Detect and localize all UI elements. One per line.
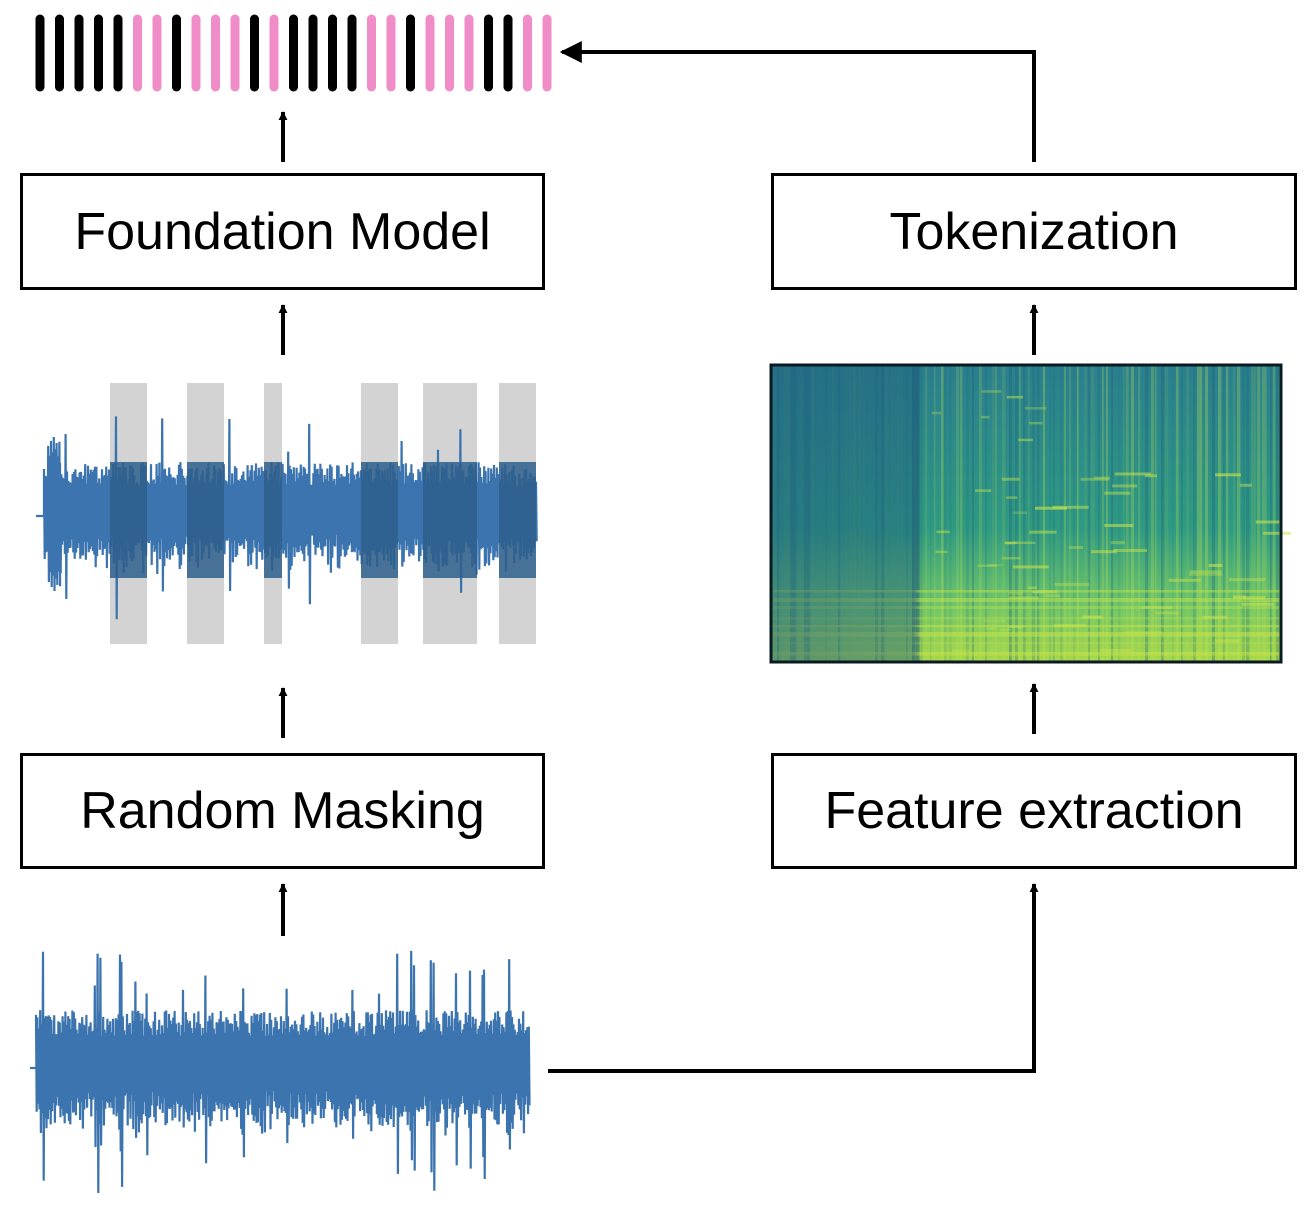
masked-segment [499,462,536,578]
token-sequence [35,14,552,92]
tokenization-box: Tokenization [771,173,1297,290]
masked-segment [187,462,224,578]
tokenization-label: Tokenization [889,202,1179,261]
random-masking-label: Random Masking [80,782,485,840]
foundation-model-label: Foundation Model [74,202,491,261]
raw-waveform [30,950,531,1194]
feature-extraction-box: Feature extraction [771,753,1297,869]
masked-segment [361,462,398,578]
arrow-wave-to-feature [548,883,1039,1073]
masked-segments [110,462,536,578]
random-masking-box: Random Masking [20,753,545,869]
masked-waveform [36,383,538,644]
masked-segment [264,462,282,578]
arrow-tokenization-to-tokens [559,41,1036,162]
masked-segment [110,462,147,578]
spectrogram [769,363,1292,664]
feature-extraction-label: Feature extraction [824,782,1244,840]
masked-segment [423,462,477,578]
foundation-model-box: Foundation Model [20,173,545,290]
